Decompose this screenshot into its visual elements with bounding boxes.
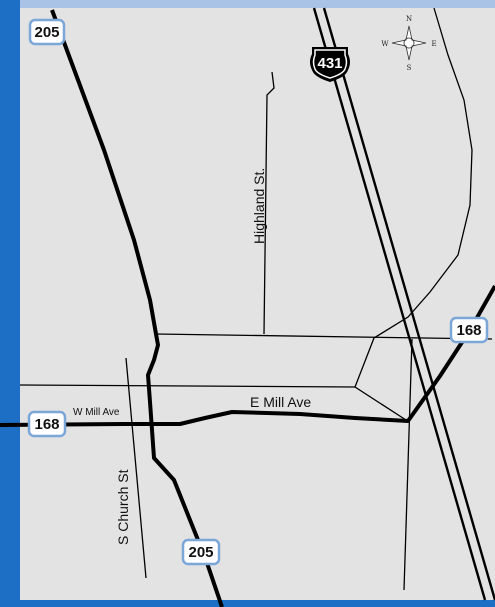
compass-north: N [406,15,412,23]
diagonal-connector-road[interactable] [354,7,473,388]
sr-168-shield-right[interactable]: 168 [449,316,489,344]
sr-205-number: 205 [188,544,213,561]
compass-west: W [381,40,389,48]
w-mill-ave-label: W Mill Ave [73,407,120,418]
highland-st-road[interactable] [263,71,275,335]
map-left-border [0,0,20,607]
compass-star-icon [391,25,427,61]
us-431-shield[interactable]: 431 [310,47,350,82]
compass-east: E [431,40,436,48]
sr-168-number: 168 [456,322,481,339]
sr-205-road[interactable] [50,9,224,607]
s-church-st-road[interactable] [125,357,147,579]
sr-205-shield-top[interactable]: 205 [28,18,66,46]
vertical-road-east[interactable] [403,338,413,591]
sr-205-shield-bottom[interactable]: 205 [181,538,221,566]
compass-rose: N S E W [381,15,436,72]
e-mill-ave-label: E Mill Ave [250,394,311,410]
sr-205-number: 205 [34,24,59,41]
north-mill-connector-road[interactable] [155,333,493,340]
s-church-st-label: S Church St [115,469,131,545]
sr-168-road[interactable] [0,285,495,427]
map-bottom-border [0,600,495,607]
minor-roads [19,7,493,591]
us-431-number: 431 [317,55,342,72]
sr-168-number: 168 [34,416,59,433]
compass-south: S [407,64,412,72]
us-431-highway[interactable] [312,7,495,601]
highland-st-label: Highland St. [251,168,267,244]
sr-168-shield-left[interactable]: 168 [27,410,67,438]
map-top-band [0,0,495,8]
